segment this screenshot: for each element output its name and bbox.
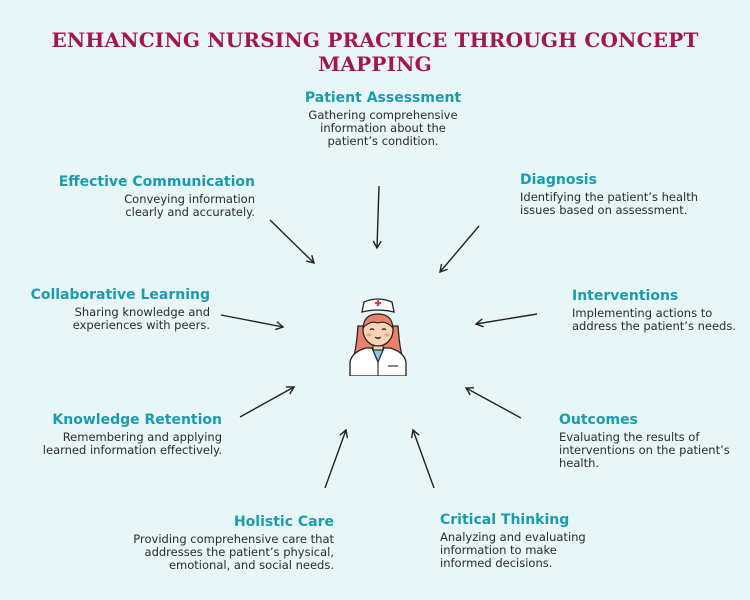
- node-heading: Holistic Care: [233, 514, 334, 530]
- node-knowledge-retention: Knowledge Retention Remembering and appl…: [18, 412, 222, 457]
- node-description: Sharing knowledge and experiences with p…: [72, 305, 210, 332]
- node-effective-communication: Effective Communication Conveying inform…: [25, 174, 255, 219]
- node-description: Remembering and applying learned informa…: [42, 430, 222, 457]
- page-title: ENHANCING NURSING PRACTICE THROUGH CONCE…: [51, 28, 699, 76]
- node-heading: Collaborative Learning: [30, 287, 210, 303]
- arrow-outcomes: [464, 387, 522, 419]
- node-description: Providing comprehensive care that addres…: [133, 532, 334, 572]
- node-heading: Knowledge Retention: [52, 412, 222, 428]
- node-collaborative-learning: Collaborative Learning Sharing knowledge…: [18, 287, 210, 332]
- node-description: Gathering comprehensive information abou…: [308, 108, 458, 148]
- node-diagnosis: Diagnosis Identifying the patient’s heal…: [520, 172, 735, 217]
- arrow-holistic-care: [324, 428, 349, 489]
- node-critical-thinking: Critical Thinking Analyzing and evaluati…: [440, 512, 620, 570]
- node-heading: Effective Communication: [58, 174, 255, 190]
- node-heading: Outcomes: [559, 412, 638, 428]
- nurse-icon: [349, 298, 407, 376]
- node-patient-assessment: Patient Assessment Gathering comprehensi…: [268, 90, 498, 148]
- node-holistic-care: Holistic Care Providing comprehensive ca…: [104, 514, 334, 572]
- arrow-diagnosis: [439, 225, 480, 274]
- arrow-patient-assessment: [372, 185, 382, 250]
- node-heading: Patient Assessment: [304, 90, 462, 106]
- node-description: Implementing actions to address the pati…: [572, 306, 736, 333]
- node-description: Evaluating the results of interventions …: [559, 430, 730, 470]
- arrow-collaborative-learning: [220, 314, 285, 331]
- arrow-effective-communication: [269, 219, 316, 264]
- node-heading: Critical Thinking: [440, 512, 570, 528]
- arrow-critical-thinking: [410, 428, 435, 489]
- arrow-interventions: [474, 313, 538, 328]
- node-description: Analyzing and evaluating information to …: [440, 530, 586, 570]
- node-description: Identifying the patient’s health issues …: [520, 190, 699, 217]
- node-outcomes: Outcomes Evaluating the results of inter…: [559, 412, 744, 470]
- arrow-knowledge-retention: [239, 386, 296, 418]
- node-description: Conveying information clearly and accura…: [124, 192, 255, 219]
- node-interventions: Interventions Implementing actions to ad…: [572, 288, 747, 333]
- node-heading: Interventions: [572, 288, 679, 304]
- node-heading: Diagnosis: [520, 172, 597, 188]
